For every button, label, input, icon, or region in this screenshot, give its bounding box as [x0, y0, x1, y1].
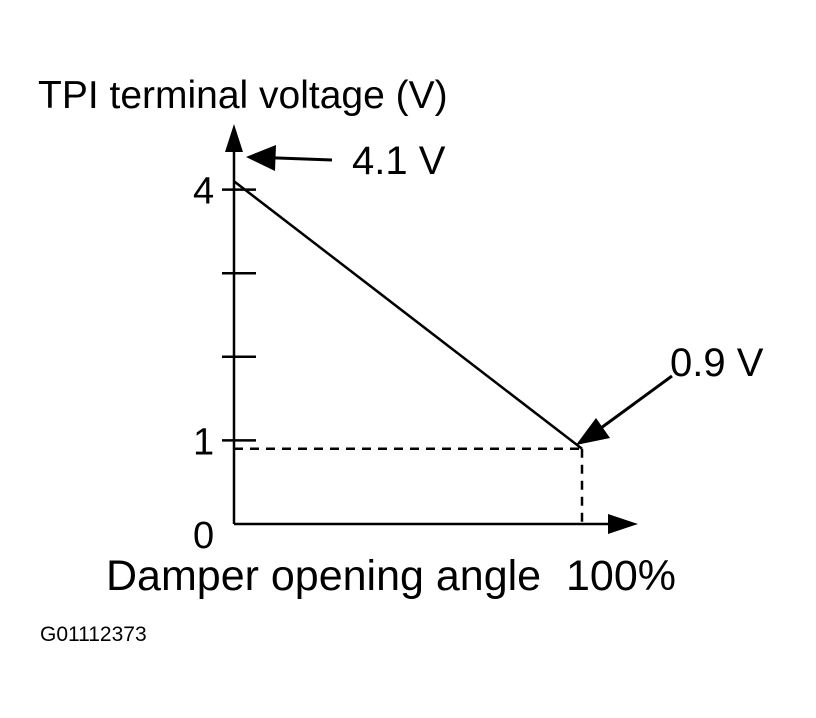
y-ticks: 14: [193, 171, 256, 463]
series-line: [233, 180, 583, 450]
origin-label: 0: [193, 515, 214, 557]
callout-label-4.1v: 4.1 V: [352, 139, 446, 183]
callout-arrow-0.9v: [589, 374, 673, 438]
callout-arrowhead-4.1v-icon: [246, 145, 276, 171]
y-tick-label-1: 1: [193, 421, 214, 463]
y-tick-label-4: 4: [193, 171, 214, 213]
figure-id: G01112373: [40, 623, 147, 646]
callout-arrowhead-0.9v-icon: [576, 418, 610, 445]
y-axis-title: TPI terminal voltage (V): [38, 74, 448, 117]
callout-label-0.9v: 0.9 V: [670, 341, 764, 385]
y-axis-arrow-icon: [225, 124, 243, 152]
x-axis-arrow-icon: [608, 514, 638, 534]
x-axis-end-label: 100%: [566, 552, 676, 600]
x-axis-title: Damper opening angle: [106, 552, 541, 600]
